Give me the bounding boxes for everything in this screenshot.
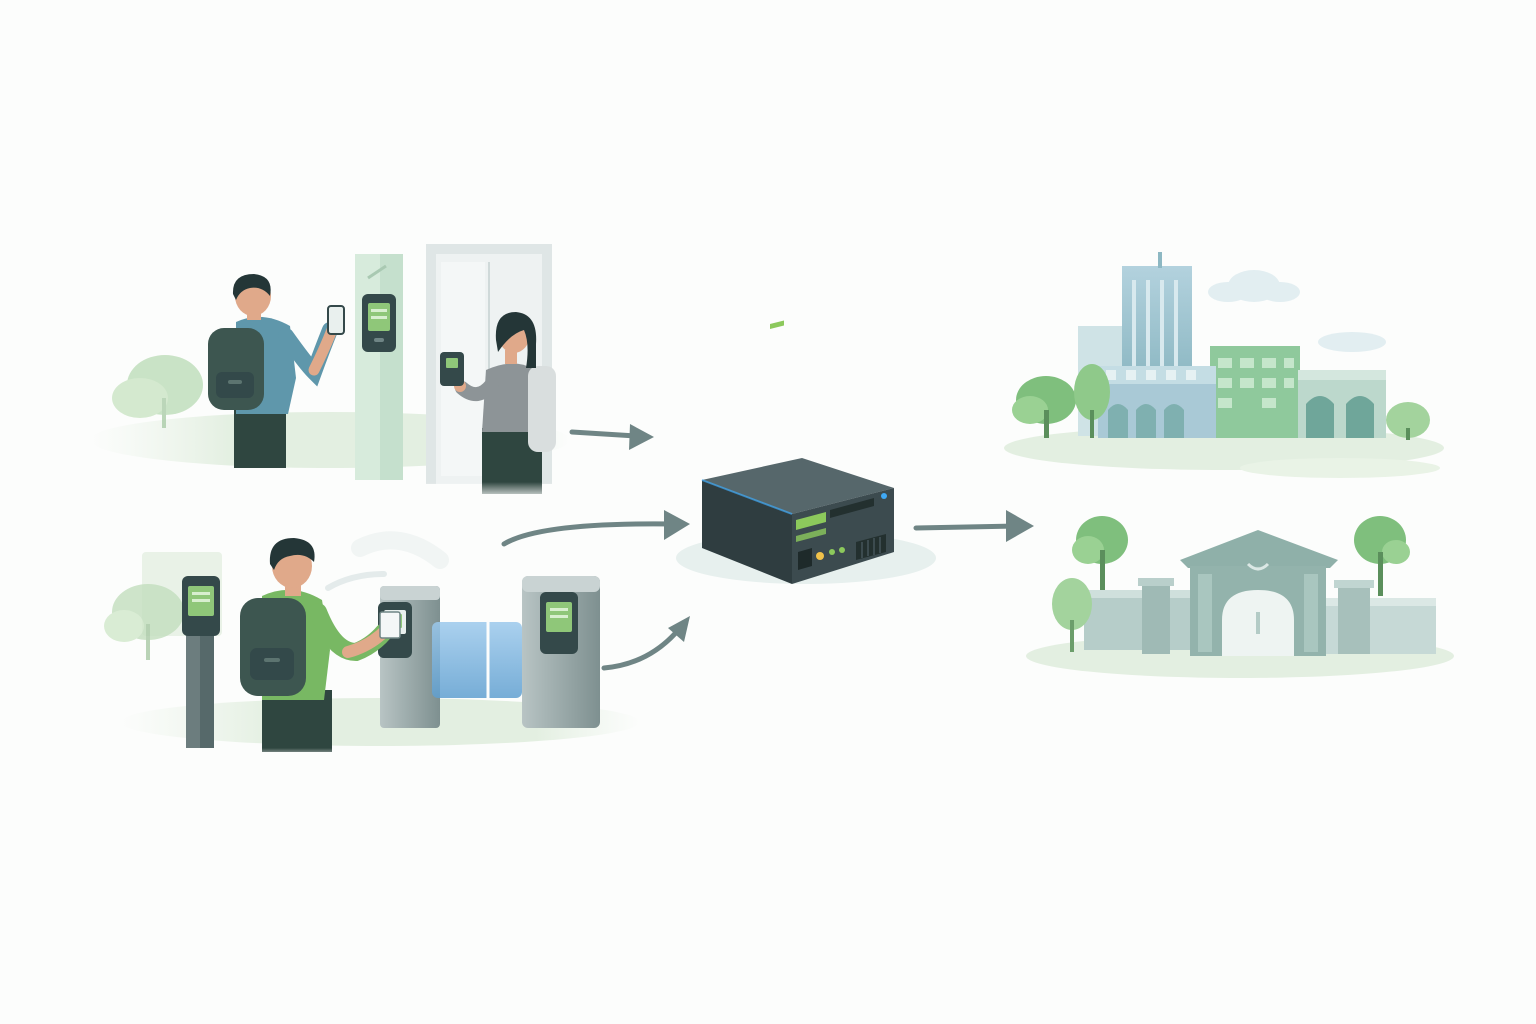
person-with-card-icon — [240, 538, 401, 752]
arrow-turnstile-to-hub — [501, 518, 681, 547]
card-reader-icon — [540, 592, 578, 654]
status-led — [839, 547, 845, 553]
arrow-turnstile-return-to-hub — [601, 624, 684, 671]
student-turnstile-card-reader-icon — [100, 531, 640, 760]
status-led — [829, 549, 835, 555]
arrow-door-to-hub — [569, 429, 641, 441]
cloud-icon — [1208, 270, 1386, 352]
tree-icon — [112, 355, 203, 428]
card-reader-icon — [362, 294, 396, 352]
status-led — [881, 493, 887, 499]
person-with-phone-icon — [440, 312, 556, 494]
arrow-right-icon — [501, 429, 1025, 671]
server-front-panel — [796, 498, 886, 570]
campus-buildings-icon — [1004, 252, 1444, 478]
status-led — [816, 552, 824, 560]
tree-icon — [1074, 364, 1110, 438]
tree-icon — [1012, 376, 1076, 438]
tree-icon — [1072, 516, 1128, 590]
tree-icon — [1386, 402, 1430, 440]
arrow-hub-to-campus — [913, 521, 1025, 532]
access-control-server-icon — [676, 320, 936, 584]
tree-icon — [104, 584, 184, 660]
tree-icon — [1052, 578, 1092, 652]
arrowheads — [629, 424, 1034, 642]
people-mobile-credential-door-icon — [90, 244, 570, 500]
campus-gate-icon — [1026, 516, 1454, 678]
arch-row — [1108, 404, 1184, 438]
person-with-phone-icon — [208, 274, 345, 468]
tree-icon — [1354, 516, 1410, 596]
